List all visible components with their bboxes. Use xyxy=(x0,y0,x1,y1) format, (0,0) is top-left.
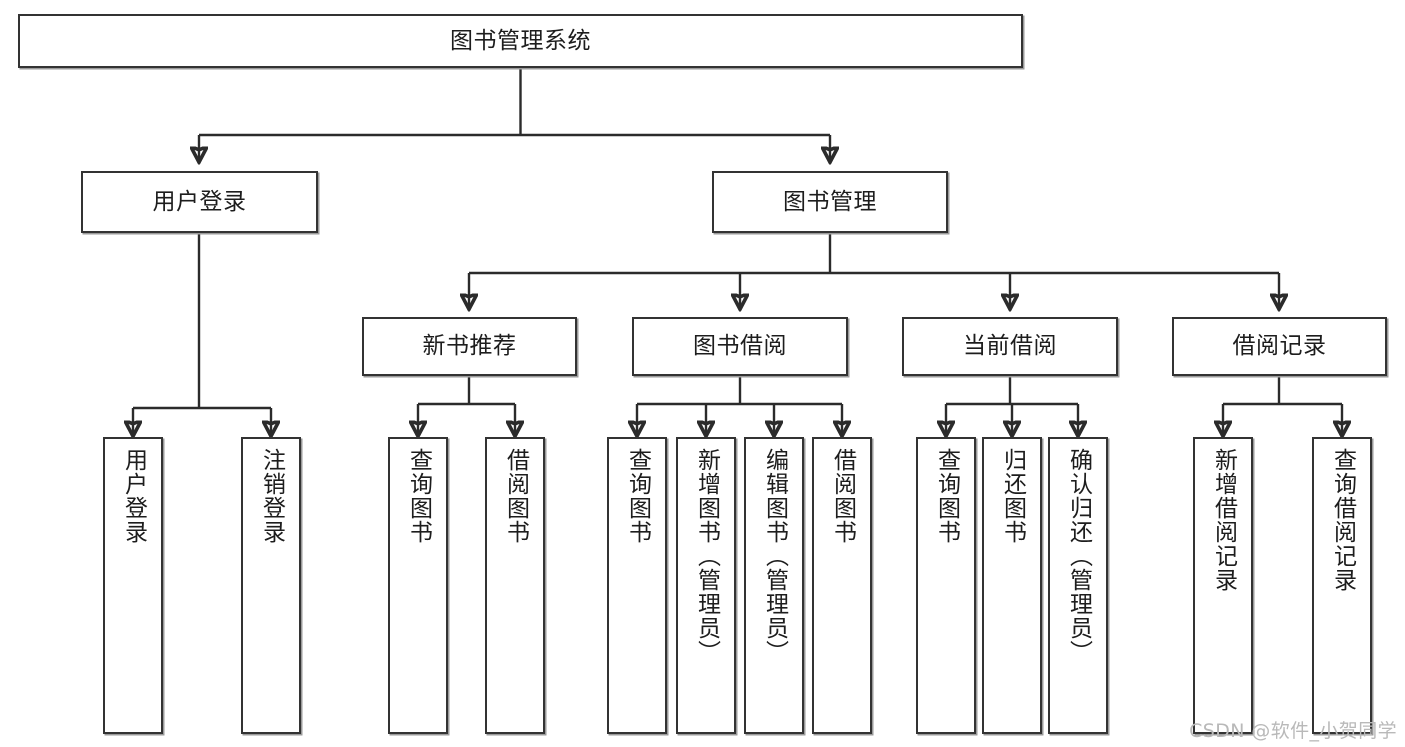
csdn-watermark: CSDN @软件_小贺同学 xyxy=(1189,720,1397,742)
link-bookmgmt-level3 xyxy=(469,233,1279,307)
node-book-borrow[interactable]: 图书借阅 xyxy=(632,317,848,376)
node-root[interactable]: 图书管理系统 xyxy=(18,14,1023,68)
leaf-borrow-borrow-book-label: 借阅图书 xyxy=(829,448,856,544)
leaf-current-return-book-label: 归还图书 xyxy=(999,448,1026,544)
node-book-borrow-label: 图书借阅 xyxy=(693,333,787,360)
leaf-current-return-book[interactable]: 归还图书 xyxy=(982,437,1042,734)
leaf-newbook-query-book[interactable]: 查询图书 xyxy=(388,437,448,734)
node-current-borrow[interactable]: 当前借阅 xyxy=(902,317,1118,376)
node-book-management-label: 图书管理 xyxy=(783,188,877,215)
link-userlogin-leaves xyxy=(133,233,271,434)
node-new-book-recommend-label: 新书推荐 xyxy=(422,333,517,360)
leaf-newbook-borrow-book-label: 借阅图书 xyxy=(502,448,529,544)
leaf-record-query-record[interactable]: 查询借阅记录 xyxy=(1312,437,1372,734)
link-bookborrow-leaves xyxy=(637,376,842,434)
leaf-record-query-record-label: 查询借阅记录 xyxy=(1329,448,1356,592)
node-user-login-label: 用户登录 xyxy=(152,188,247,215)
leaf-current-confirm-return-admin-label: 确认归还（管理员） xyxy=(1065,448,1092,664)
leaf-borrow-add-book-admin[interactable]: 新增图书（管理员） xyxy=(676,437,736,734)
leaf-borrow-edit-book-admin-label: 编辑图书（管理员） xyxy=(761,448,788,664)
leaf-user-login[interactable]: 用户登录 xyxy=(103,437,163,734)
link-borrowrecord-leaves xyxy=(1223,376,1342,434)
leaf-newbook-query-book-label: 查询图书 xyxy=(405,448,432,544)
node-user-login[interactable]: 用户登录 xyxy=(81,171,318,233)
leaf-borrow-query-book[interactable]: 查询图书 xyxy=(607,437,667,734)
node-borrow-record[interactable]: 借阅记录 xyxy=(1172,317,1387,376)
link-newbook-leaves xyxy=(418,376,515,434)
leaf-current-query-book-label: 查询图书 xyxy=(933,448,960,544)
link-root-trunk xyxy=(199,68,830,160)
leaf-borrow-add-book-admin-label: 新增图书（管理员） xyxy=(693,448,720,664)
leaf-borrow-borrow-book[interactable]: 借阅图书 xyxy=(812,437,872,734)
node-new-book-recommend[interactable]: 新书推荐 xyxy=(362,317,577,376)
leaf-logout-login[interactable]: 注销登录 xyxy=(241,437,301,734)
link-currentborrow-leaves xyxy=(946,376,1078,434)
node-book-management[interactable]: 图书管理 xyxy=(712,171,948,233)
leaf-borrow-edit-book-admin[interactable]: 编辑图书（管理员） xyxy=(744,437,804,734)
node-current-borrow-label: 当前借阅 xyxy=(963,333,1057,360)
leaf-current-query-book[interactable]: 查询图书 xyxy=(916,437,976,734)
leaf-borrow-query-book-label: 查询图书 xyxy=(624,448,651,544)
leaf-newbook-borrow-book[interactable]: 借阅图书 xyxy=(485,437,545,734)
leaf-current-confirm-return-admin[interactable]: 确认归还（管理员） xyxy=(1048,437,1108,734)
leaf-user-login-label: 用户登录 xyxy=(120,448,147,544)
leaf-record-add-record-label: 新增借阅记录 xyxy=(1210,448,1237,592)
node-root-label: 图书管理系统 xyxy=(450,27,591,54)
leaf-logout-login-label: 注销登录 xyxy=(258,448,285,544)
leaf-record-add-record[interactable]: 新增借阅记录 xyxy=(1193,437,1253,734)
node-borrow-record-label: 借阅记录 xyxy=(1232,333,1327,360)
